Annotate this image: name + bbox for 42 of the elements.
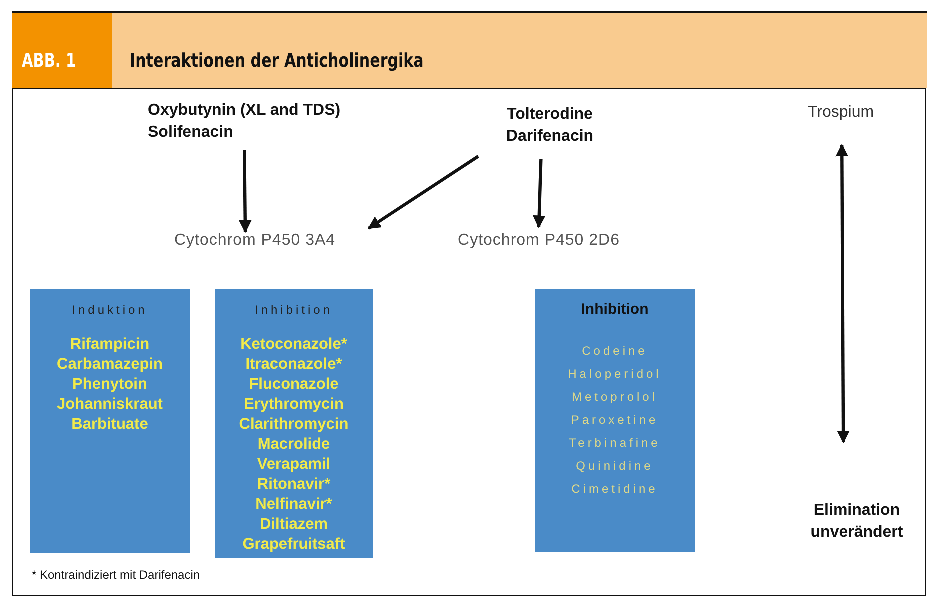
drug-name: Macrolide [258, 435, 330, 455]
drug-name: Erythromycin [244, 395, 344, 415]
panel-heading: Induktion [72, 303, 148, 317]
enzyme-label: Cytochrom P450 3A4 [173, 232, 337, 250]
figure-number: ABB. 1 [22, 50, 76, 72]
drug-label: Trospium [806, 103, 876, 123]
drug-name: Haloperidol [568, 366, 662, 383]
panel-heading: Inhibition [254, 303, 334, 317]
figure-title: Interaktionen der Anticholinergika [130, 50, 424, 72]
drug-label: Elimination unverändert [810, 501, 904, 543]
drug-name: Terbinafine [569, 435, 661, 452]
arrow [368, 155, 480, 230]
drug-name: Ritonavir* [257, 475, 331, 495]
arrow [836, 144, 850, 444]
arrow [532, 158, 546, 228]
drug-name: Carbamazepin [57, 355, 163, 375]
drug-name: Grapefruitsaft [242, 535, 346, 555]
drug-name: Clarithromycin [239, 415, 349, 435]
drug-name: Cimetidine [572, 481, 658, 498]
drug-label: Tolterodine Darifenacin [505, 105, 595, 147]
drug-name: Barbituate [72, 415, 148, 435]
footnote: * Kontraindiziert mit Darifenacin [32, 568, 200, 582]
drug-name: Quinidine [576, 458, 654, 475]
drug-list-panel [215, 289, 373, 558]
drug-name: Metoprolol [572, 389, 658, 406]
drug-name: Rifampicin [70, 335, 150, 355]
drug-name: Fluconazole [249, 375, 339, 395]
drug-name: Codeine [582, 343, 648, 360]
arrow [238, 150, 252, 234]
drug-list-panel [535, 289, 695, 552]
drug-name: Itraconazole* [246, 355, 342, 375]
drug-label: Oxybutynin (XL and TDS) Solifenacin [148, 101, 342, 143]
drug-name: Verapamil [257, 455, 331, 475]
drug-name: Ketoconazole* [240, 335, 348, 355]
drug-name: Johanniskraut [57, 395, 163, 415]
enzyme-label: Cytochrom P450 2D6 [457, 232, 621, 250]
drug-name: Nelfinavir* [256, 495, 332, 515]
drug-name: Phenytoin [72, 375, 148, 395]
drug-name: Paroxetine [571, 412, 659, 429]
drug-name: Diltiazem [260, 515, 328, 535]
drug-list-panel [30, 289, 190, 553]
panel-heading: Inhibition [581, 301, 649, 318]
